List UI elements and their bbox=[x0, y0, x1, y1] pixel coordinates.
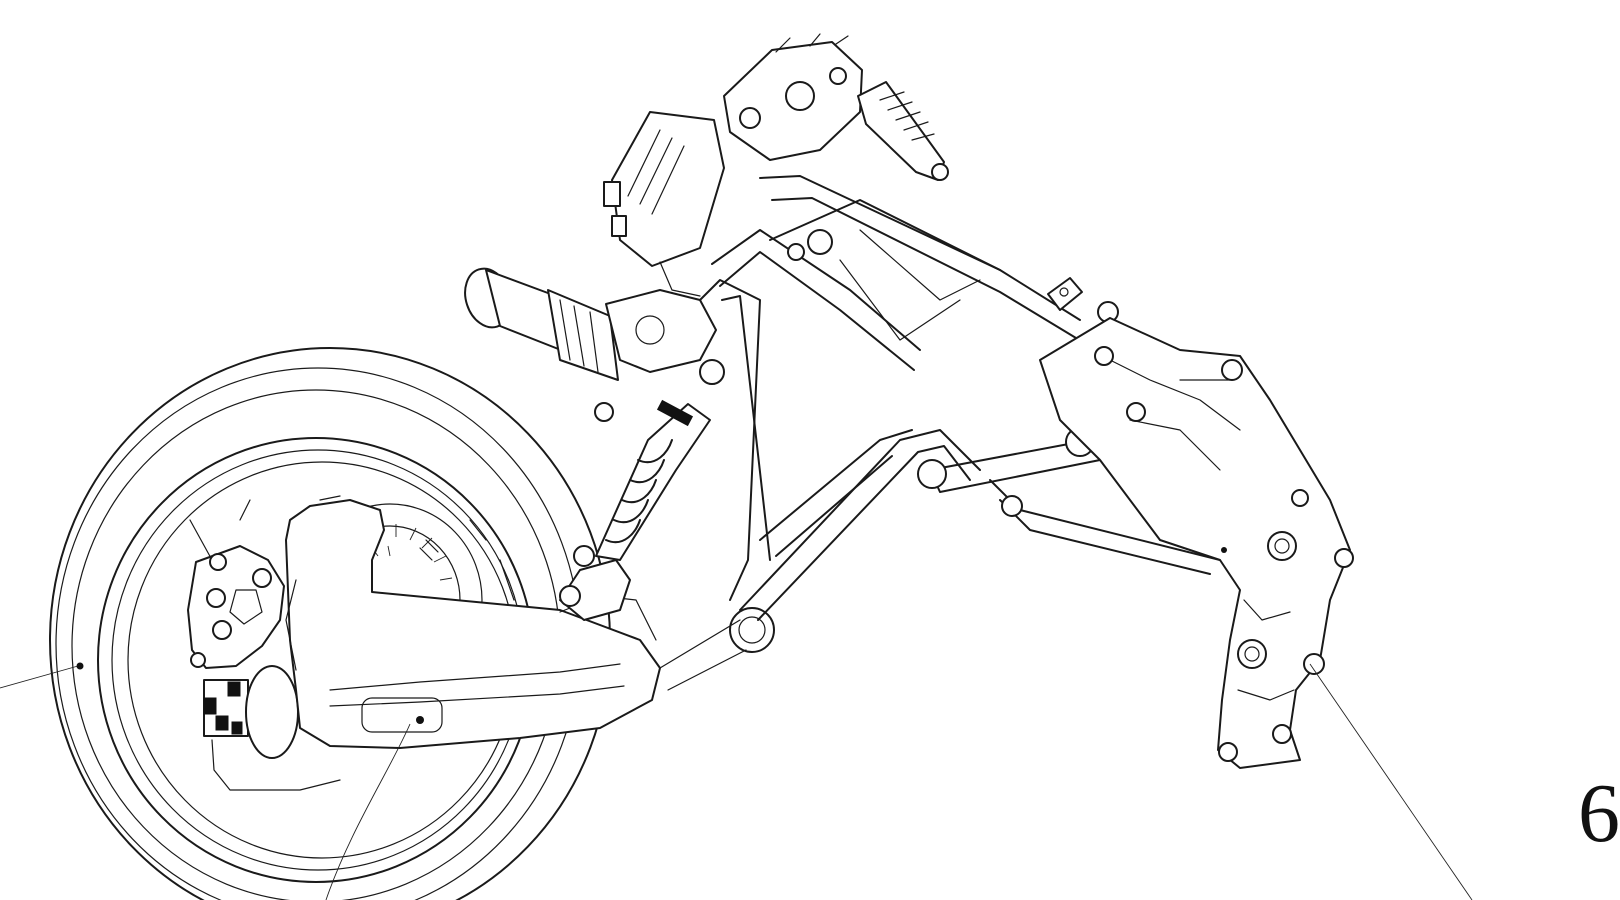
electric-motor bbox=[464, 267, 717, 422]
ecu-connector bbox=[603, 181, 621, 207]
leader-line-wheel bbox=[0, 665, 79, 689]
casting-bolt bbox=[1094, 346, 1114, 366]
casting-bolt bbox=[1126, 402, 1146, 422]
headstock-bearing bbox=[785, 81, 815, 111]
foot-bolt bbox=[1218, 742, 1238, 762]
leader-line-swingarm bbox=[325, 723, 411, 900]
ecu-ribs bbox=[627, 129, 685, 215]
lower-diagonal-tube bbox=[739, 429, 981, 611]
reference-numeral: 6 bbox=[1578, 767, 1620, 860]
swingarm-ridge bbox=[329, 685, 625, 707]
shock-collar bbox=[656, 399, 694, 427]
sensor-check bbox=[227, 681, 241, 697]
gear-boss bbox=[635, 315, 665, 345]
caliper-body bbox=[187, 545, 285, 669]
lower-mount-eye-inner bbox=[1244, 646, 1260, 662]
casting-bolt bbox=[1334, 548, 1354, 568]
casting-boss-inner bbox=[1274, 538, 1290, 554]
headstock-bolt bbox=[739, 107, 761, 129]
lower-mount-eye bbox=[1237, 639, 1267, 669]
headstock-tabs bbox=[775, 33, 849, 53]
lower-link-eye bbox=[729, 607, 775, 653]
headstock-bolt bbox=[829, 67, 847, 85]
rear-shock bbox=[573, 359, 725, 567]
mid-tube bbox=[759, 429, 913, 541]
cross-tube bbox=[719, 251, 915, 371]
motor-fins bbox=[559, 299, 599, 373]
casting-boss bbox=[1267, 531, 1297, 561]
swingarm-pivot bbox=[559, 559, 775, 691]
caliper-bolt bbox=[252, 568, 272, 588]
grip-knurl bbox=[879, 91, 935, 141]
upper-tube bbox=[759, 175, 1081, 321]
foot-bolt bbox=[1272, 724, 1292, 744]
motor-flange bbox=[547, 289, 619, 381]
leader-line-casting bbox=[1309, 663, 1473, 900]
upper-tube bbox=[771, 197, 1077, 339]
front-down-tube bbox=[721, 295, 771, 561]
frame-tab bbox=[1047, 277, 1083, 311]
casting-reference-dot bbox=[1221, 547, 1227, 553]
ecu-case bbox=[611, 111, 725, 267]
frame-node bbox=[807, 229, 833, 255]
shock-bottom-mount bbox=[573, 545, 595, 567]
triangle-top bbox=[769, 199, 1001, 271]
frame-node bbox=[787, 243, 805, 261]
swingarm-pocket bbox=[361, 697, 443, 733]
caliper-bolt bbox=[212, 620, 232, 640]
brake-sensor-block bbox=[203, 665, 341, 791]
ecu-connector bbox=[611, 215, 627, 237]
triangle-web bbox=[839, 229, 981, 341]
brake-line bbox=[211, 739, 341, 791]
steering-head bbox=[723, 33, 949, 181]
rear-casting bbox=[1039, 317, 1354, 769]
sensor-check bbox=[231, 721, 243, 735]
swingarm-reference-dot bbox=[416, 716, 424, 724]
frame-tab-hole bbox=[1059, 287, 1069, 297]
sensor-check bbox=[203, 697, 217, 715]
leader-lines bbox=[0, 662, 1473, 900]
shock-top-mount bbox=[699, 359, 725, 385]
lower-link-bars bbox=[659, 619, 747, 691]
casting-ribs bbox=[1109, 359, 1241, 471]
brake-reservoir bbox=[245, 665, 299, 759]
lower-diagonal-tube bbox=[757, 445, 971, 621]
lower-link-eye-inner bbox=[738, 616, 766, 644]
bar-end bbox=[931, 163, 949, 181]
frame-node bbox=[1001, 495, 1023, 517]
sensor-check bbox=[215, 715, 229, 731]
casting-bolt bbox=[1221, 359, 1243, 381]
pivot-bracket bbox=[559, 559, 631, 621]
handlebar-stub bbox=[857, 81, 945, 181]
motor-mount-bolt bbox=[594, 402, 614, 422]
disc-hatch bbox=[419, 547, 433, 561]
frame-node bbox=[917, 459, 947, 489]
shock-body bbox=[595, 403, 711, 561]
casting-bolt bbox=[1291, 489, 1309, 507]
leader-dot-wheel bbox=[76, 662, 84, 670]
control-unit bbox=[603, 111, 725, 297]
swingarm-rear-lug bbox=[285, 579, 297, 671]
brake-caliper bbox=[187, 545, 285, 669]
gear-housing bbox=[605, 289, 717, 373]
shock-spring-coils bbox=[605, 439, 673, 543]
caliper-bolt bbox=[206, 588, 226, 608]
pivot-bolt bbox=[559, 585, 581, 607]
casting-edges bbox=[1237, 599, 1295, 701]
caliper-bolt bbox=[209, 553, 227, 571]
casting-bolt bbox=[1303, 653, 1325, 675]
caliper-bolt bbox=[190, 652, 206, 668]
ecu-cable bbox=[659, 261, 701, 297]
front-down-tube bbox=[699, 279, 761, 601]
swingarm-ridge bbox=[329, 663, 621, 691]
disc-hatch bbox=[425, 539, 439, 553]
caliper-piston-housing bbox=[229, 589, 263, 625]
wheel-spokes bbox=[189, 495, 515, 601]
mid-tube bbox=[775, 455, 893, 557]
